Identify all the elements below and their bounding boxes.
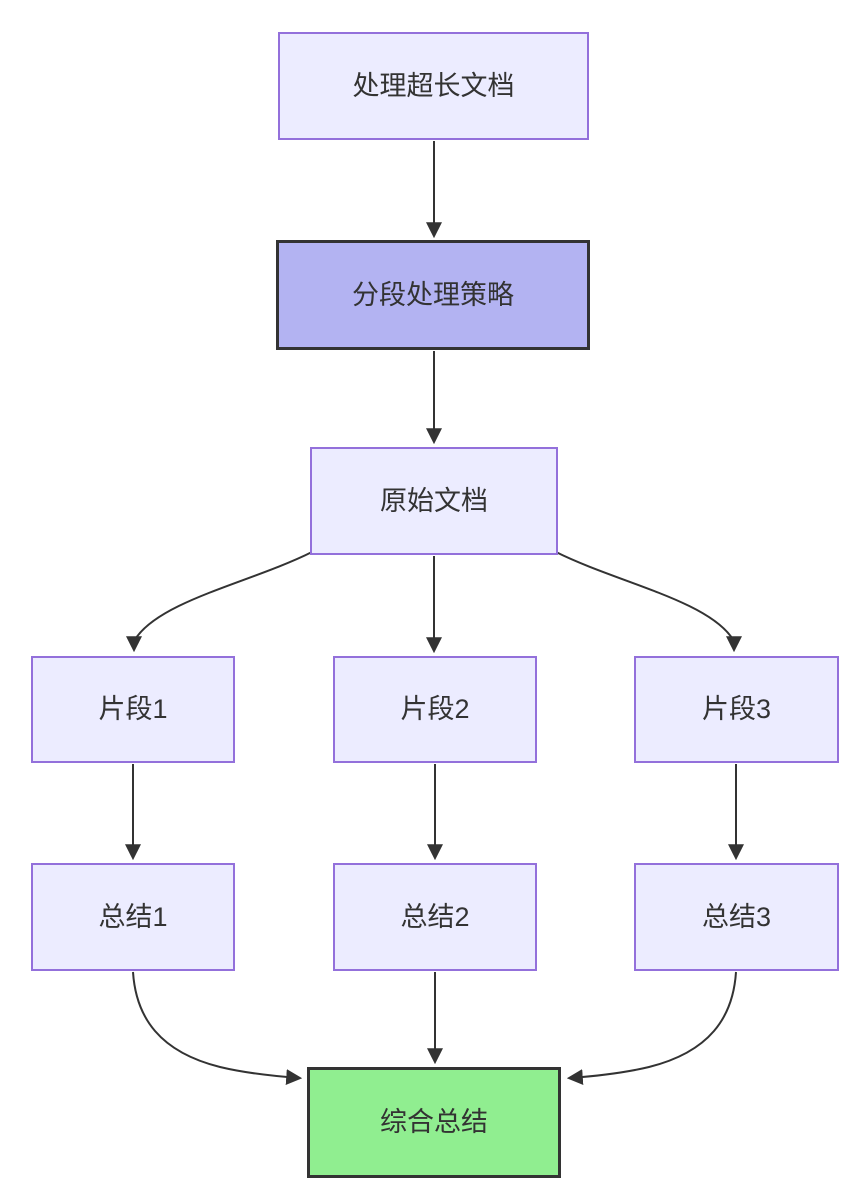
node-final-summary: 综合总结	[307, 1067, 561, 1178]
node-fragment-1-label: 片段1	[98, 694, 168, 725]
node-strategy: 分段处理策略	[276, 240, 590, 350]
node-original-doc: 原始文档	[310, 447, 558, 555]
node-strategy-label: 分段处理策略	[352, 279, 514, 310]
node-fragment-2-label: 片段2	[400, 694, 470, 725]
node-fragment-3: 片段3	[634, 656, 839, 763]
node-task-label: 处理超长文档	[352, 70, 515, 101]
node-summary-2-label: 总结2	[400, 901, 470, 932]
node-summary-1: 总结1	[31, 863, 235, 971]
edge-doc-frag3	[555, 551, 742, 653]
node-final-summary-label: 综合总结	[380, 1107, 488, 1138]
node-summary-2: 总结2	[333, 863, 537, 971]
node-summary-1-label: 总结1	[98, 901, 168, 932]
edge-sum1-final	[132, 971, 303, 1086]
node-summary-3: 总结3	[634, 863, 839, 971]
node-fragment-3-label: 片段3	[701, 694, 772, 725]
edge-sum3-final	[566, 971, 737, 1086]
node-original-doc-label: 原始文档	[380, 485, 488, 516]
edge-doc-frag1	[126, 551, 313, 653]
node-fragment-2: 片段2	[333, 656, 537, 763]
node-fragment-1: 片段1	[31, 656, 235, 763]
node-task: 处理超长文档	[278, 32, 589, 140]
node-summary-3-label: 总结3	[701, 901, 772, 932]
